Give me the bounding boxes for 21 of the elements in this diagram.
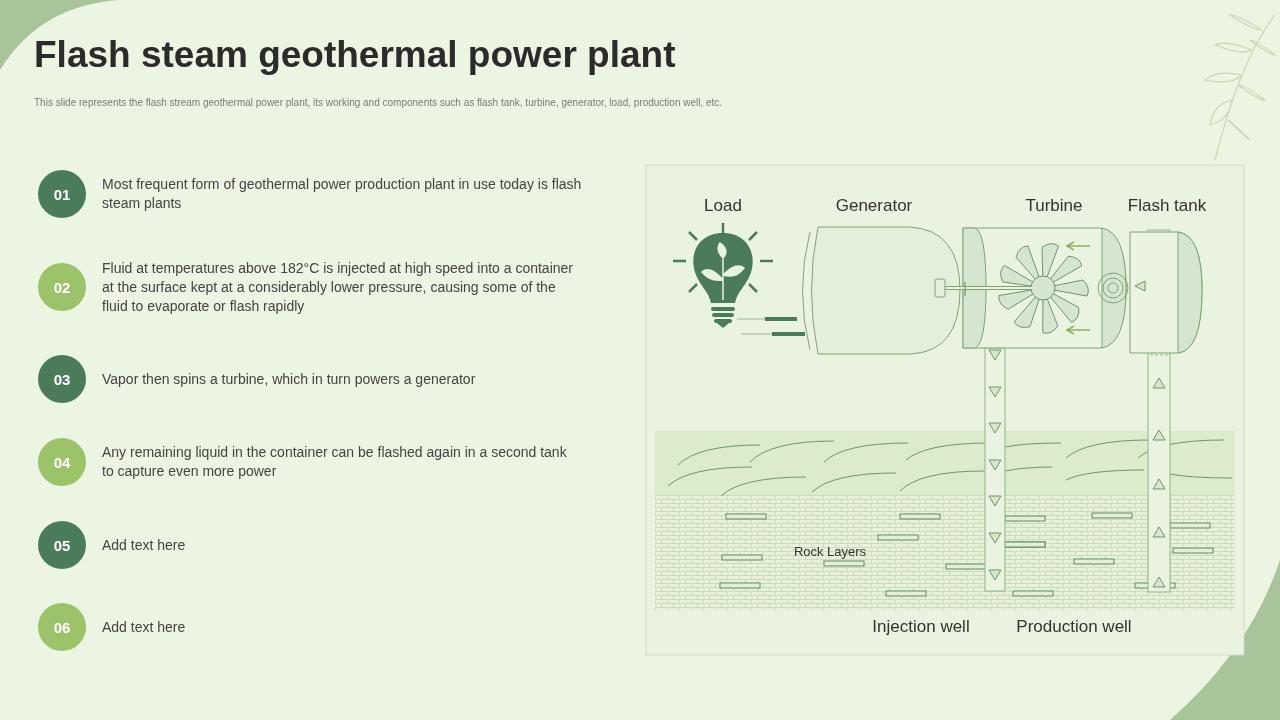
description-text: Fluid at temperatures above 182°C is injected at high speed into a container at the surface kept at a considerably lower pressure, causing some of the fluid to evaporate or flash rapidly xyxy=(102,258,574,316)
description-text: Any remaining liquid in the container can be flashed again in a second tank to capture even more power xyxy=(102,443,568,481)
part-label: Load xyxy=(704,196,742,216)
number-circle: 02 xyxy=(38,263,86,311)
number-circle: 03 xyxy=(38,355,86,403)
description-text: Vapor then spins a turbine, which in turn powers a generator xyxy=(102,369,477,389)
description-text: Add text here xyxy=(102,617,187,637)
number-circle: 01 xyxy=(38,170,86,218)
number-circle: 06 xyxy=(38,603,86,651)
part-label: Flash tank xyxy=(1127,196,1207,216)
number-circle: 05 xyxy=(38,521,86,569)
number-circle: 04 xyxy=(38,438,86,486)
part-label: Rock Layers xyxy=(793,544,867,559)
part-label: Generator xyxy=(835,196,913,216)
part-label: Turbine xyxy=(1025,196,1083,216)
part-label: Injection well xyxy=(872,617,970,637)
slide-title: Flash steam geothermal power plant xyxy=(34,34,676,76)
description-text: Most frequent form of geothermal power production plant in use today is flash steam plants xyxy=(102,175,582,213)
description-text: Add text here xyxy=(102,535,187,555)
slide-subtitle: This slide represents the flash stream geothermal power plant, its working and components such as flash tank, turbine, generator, load, production well, etc. xyxy=(34,97,723,108)
part-label: Production well xyxy=(1016,617,1132,637)
